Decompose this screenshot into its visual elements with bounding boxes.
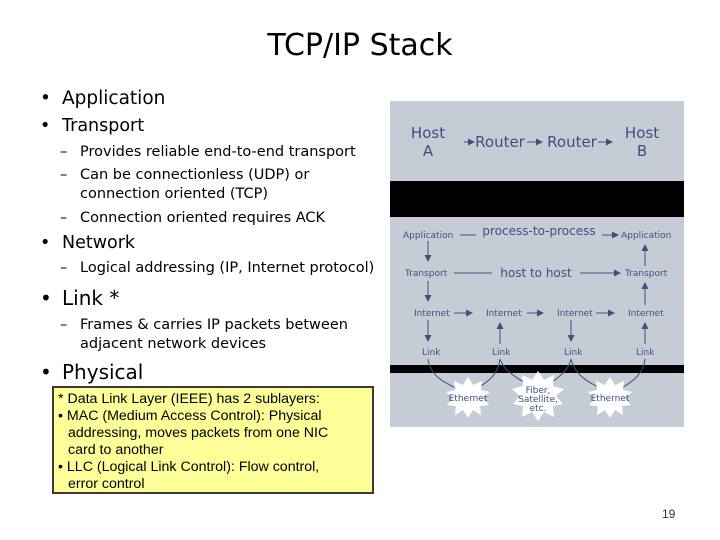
diagram-svg: Host A Router Router Host B Application … [390,101,684,427]
bullet-transport-text: Transport [62,116,145,136]
fiber-label-line2: Satellite, [518,395,558,405]
note-line: card to another [68,442,164,458]
note-line: error control [68,476,145,492]
bullet-application: •Application [40,88,166,109]
bullet-network-text: Network [62,233,136,253]
transport-sub-1: –Provides reliable end-to-end transport [60,144,356,160]
fiber-label-line3: etc. [530,404,547,414]
transport-left-label: Transport [404,269,448,279]
internet-label-4: Internet [628,309,664,319]
slide-title: TCP/IP Stack [267,28,453,63]
internet-label-1: Internet [414,309,450,319]
router-2-label: Router [547,133,598,151]
host-a-label: Host [411,124,445,142]
curve-ethernet-left-a [427,358,459,390]
app-left-label: Application [403,231,453,241]
diagram-top-band [390,181,684,217]
note-line: * Data Link Layer (IEEE) has 2 sublayers… [58,391,320,407]
link-label-3: Link [564,348,583,358]
ethernet-right-burst [588,377,632,418]
host-b-label: Host [625,124,659,142]
ethernet-left-label: Ethernet [449,394,488,404]
transport-sub-2: –Can be connectionless (UDP) or connecti… [60,167,310,202]
ethernet-right-label: Ethernet [591,394,630,404]
bullet-physical: •Physical [40,360,144,384]
host-to-host-label: host to host [500,266,572,280]
note-line: addressing, moves packets from one NIC [68,425,329,441]
router-1-label: Router [475,133,526,151]
transport-sub-3: –Connection oriented requires ACK [60,210,326,226]
bullet-link-text: Link * [62,286,120,310]
bullet-network: •Network [40,233,136,253]
bullet-application-text: Application [62,88,166,109]
link-sub-1: –Frames & carries IP packets between adj… [60,317,348,352]
network-sub-1: –Logical addressing (IP, Internet protoc… [60,260,375,276]
bullet-link: •Link * [40,286,120,310]
app-right-label: Application [621,231,671,241]
bullet-physical-text: Physical [62,360,144,384]
diagram-bottom-band [390,365,684,373]
host-b-letter: B [637,142,647,160]
bullet-transport: •Transport [40,116,145,136]
fiber-label-line1: Fiber, [526,386,551,396]
ethernet-left-burst [446,377,490,418]
page-number: 19 [662,507,676,521]
note-line: • LLC (Logical Link Control): Flow contr… [58,459,320,475]
note-line: • MAC (Medium Access Control): Physical [58,408,322,424]
internet-label-3: Internet [557,309,593,319]
tcp-ip-diagram: Host A Router Router Host B Application … [390,101,684,427]
transport-right-label: Transport [624,269,668,279]
sublayer-note-box: * Data Link Layer (IEEE) has 2 sublayers… [52,386,374,494]
fiber-burst [512,371,564,421]
host-a-letter: A [423,142,434,160]
process-to-process-label: process-to-process [482,224,595,238]
internet-label-2: Internet [486,309,522,319]
link-label-4: Link [636,348,655,358]
link-label-2: Link [492,348,511,358]
link-label-1: Link [422,348,441,358]
